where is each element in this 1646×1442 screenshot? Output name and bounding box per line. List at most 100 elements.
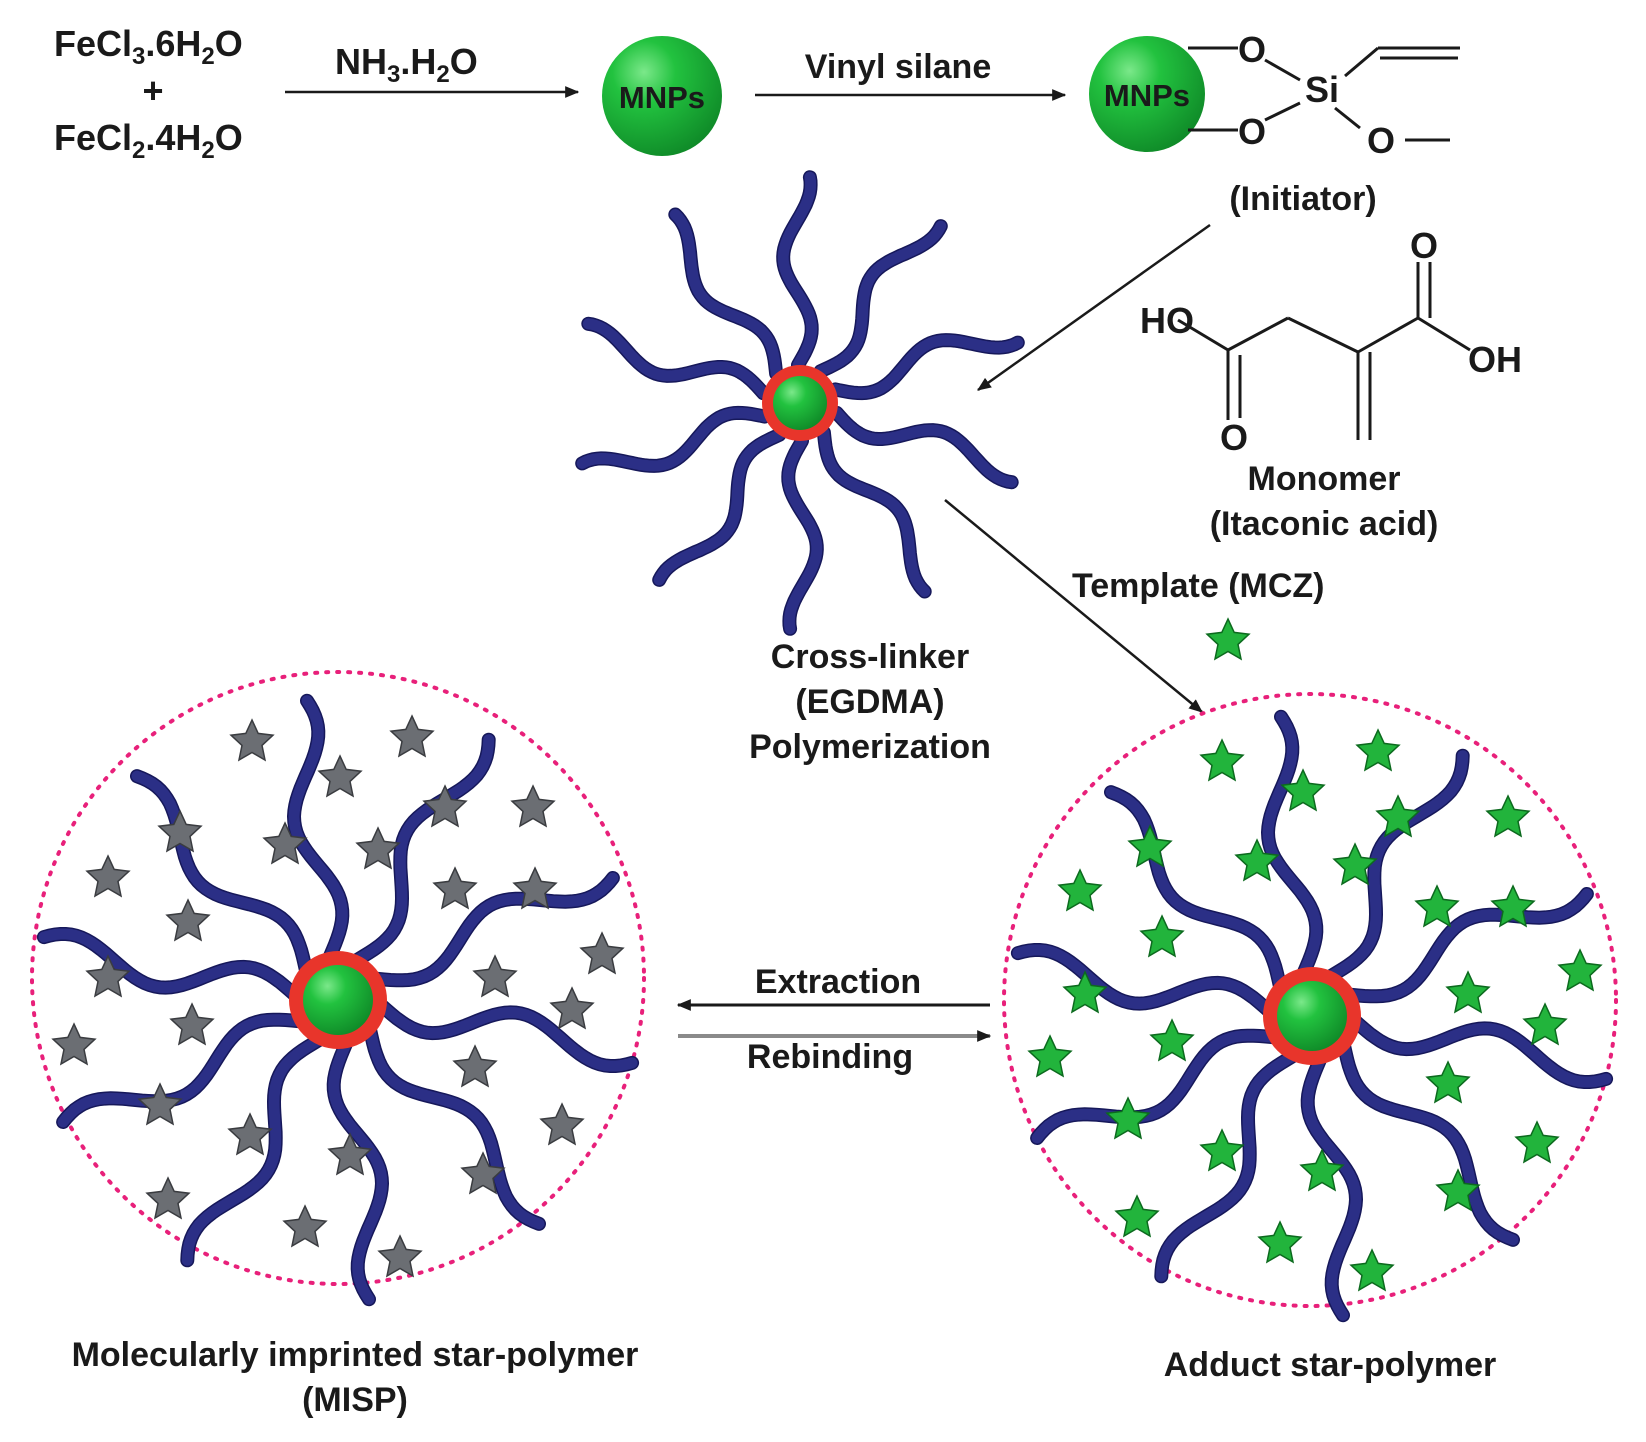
polymer-arm	[653, 429, 785, 586]
silane-oxygen-top: O	[1238, 29, 1266, 70]
gray-cavity-star-icon	[228, 1113, 272, 1155]
green-template-star-icon	[1150, 1019, 1194, 1061]
misp-polymer-arms	[36, 693, 640, 1307]
gray-cavity-star-icon	[166, 899, 210, 941]
monomer-oh-label: OH	[1468, 339, 1522, 380]
gray-cavity-star-icon	[473, 955, 517, 997]
gray-cavity-star-icon	[86, 855, 130, 897]
gray-cavity-star-icon	[146, 1177, 190, 1219]
polymer-arm	[352, 734, 495, 966]
monomer-ho-label: HO	[1140, 300, 1194, 341]
polymer-arm-edge	[1337, 1040, 1520, 1247]
polymer-arm-edge	[1030, 1028, 1280, 1145]
small-core-mnp	[773, 376, 827, 430]
polymer-arm	[288, 695, 348, 962]
fecl3-formula: FeCl3.6H2O	[54, 23, 243, 70]
polymer-arm	[181, 1034, 324, 1266]
green-template-star-icon	[1028, 1035, 1072, 1077]
misp-core	[289, 951, 387, 1049]
gray-cavity-star-icon	[378, 1235, 422, 1277]
polymer-arm	[57, 1014, 304, 1128]
plus-sign: +	[142, 70, 163, 111]
silane-oxygen-right: O	[1367, 120, 1395, 161]
itaconic-acid-structure	[1177, 262, 1471, 440]
misp-boundary	[30, 670, 646, 1286]
polymer-arm	[818, 427, 931, 597]
green-template-star-icon	[1415, 885, 1459, 927]
polymer-arm	[782, 435, 823, 635]
polymer-arm	[1012, 944, 1273, 1016]
polymer-arm-edge	[130, 769, 313, 976]
green-template-star-icon	[1115, 1195, 1159, 1237]
adduct-title: Adduct star-polymer	[1164, 1346, 1497, 1384]
polymer-arm	[1351, 1016, 1612, 1088]
green-template-star-icon	[1558, 949, 1602, 991]
green-template-star-icon	[1200, 739, 1244, 781]
ammonia-label: NH3.H2O	[335, 41, 478, 88]
polymer-arm	[669, 209, 782, 379]
green-template-star-icon	[1258, 1221, 1302, 1263]
polymer-arm	[372, 872, 619, 986]
green-template-star-icon	[1140, 915, 1184, 957]
green-template-star-icon	[1426, 1061, 1470, 1103]
polymer-arm	[1105, 786, 1286, 991]
misp-abbreviation: (MISP)	[302, 1381, 408, 1419]
fecl2-formula: FeCl2.4H2O	[54, 117, 243, 164]
gray-cavity-star-icon	[540, 1103, 584, 1145]
gray-cavity-star-icon	[52, 1023, 96, 1065]
silane-structure	[1188, 46, 1460, 142]
silane-oxygen-bottom: O	[1238, 111, 1266, 152]
adduct-polymer-arms	[1010, 709, 1614, 1323]
gray-cavity-star-icon	[170, 1003, 214, 1045]
template-label: Template (MCZ)	[1072, 567, 1324, 605]
itaconic-acid-label: (Itaconic acid)	[1210, 505, 1439, 543]
polymer-arm-edge	[1104, 785, 1287, 992]
initiator-arrow	[977, 223, 1211, 392]
gray-cavity-star-icon	[318, 755, 362, 797]
gray-cavity-star-icon	[230, 719, 274, 761]
polymer-arm	[582, 318, 769, 399]
gray-cavity-star-icon	[453, 1045, 497, 1087]
adduct-core	[1263, 967, 1361, 1065]
green-template-star-icon	[1446, 971, 1490, 1013]
green-template-star-icon	[1058, 869, 1102, 911]
gray-cavity-star-icon	[138, 1083, 182, 1125]
green-template-star-icon	[1200, 1129, 1244, 1171]
template-star-icon	[1206, 618, 1250, 660]
polymer-arm	[364, 1025, 545, 1230]
monomer-oxygen-bottom: O	[1220, 417, 1248, 458]
monomer-label: Monomer	[1248, 460, 1401, 498]
mnp-initiator-label: MNPs	[1104, 78, 1190, 113]
green-template-star-icon	[1350, 1249, 1394, 1291]
mnp-particle	[602, 36, 722, 156]
green-template-star-icon	[1523, 1003, 1567, 1045]
polymer-arm	[1031, 1030, 1278, 1144]
polymer-arm	[377, 1000, 638, 1072]
polymer-arm	[576, 407, 770, 472]
gray-cavity-star-icon	[356, 827, 400, 869]
green-template-star-icon	[1515, 1121, 1559, 1163]
adduct-boundary	[1002, 692, 1618, 1308]
green-template-star-icon	[1106, 1097, 1150, 1139]
initiator-label: (Initiator)	[1229, 180, 1376, 218]
polymer-arm	[815, 220, 947, 377]
polymer-arm	[38, 928, 299, 1000]
mnp-label: MNPs	[619, 80, 705, 115]
polymer-arm	[1338, 1041, 1519, 1246]
egdma-label: (EGDMA)	[795, 683, 944, 721]
polymer-arm	[1262, 711, 1322, 978]
cross-linker-label: Cross-linker	[771, 638, 969, 676]
polymer-arm	[1326, 750, 1469, 982]
polymer-arm	[131, 770, 312, 975]
gray-cavity-star-icon	[580, 932, 624, 974]
polymer-arm	[1155, 1050, 1298, 1282]
polymer-arm	[328, 1038, 388, 1305]
polymer-arm-edge	[363, 1024, 546, 1231]
gray-cavity-star-icon	[390, 715, 434, 757]
polymer-arm	[1302, 1054, 1362, 1321]
small-star-polymer	[575, 170, 1025, 636]
polymer-arm	[830, 334, 1024, 399]
polymer-arm	[1346, 888, 1593, 1002]
green-template-star-icon	[1486, 795, 1530, 837]
